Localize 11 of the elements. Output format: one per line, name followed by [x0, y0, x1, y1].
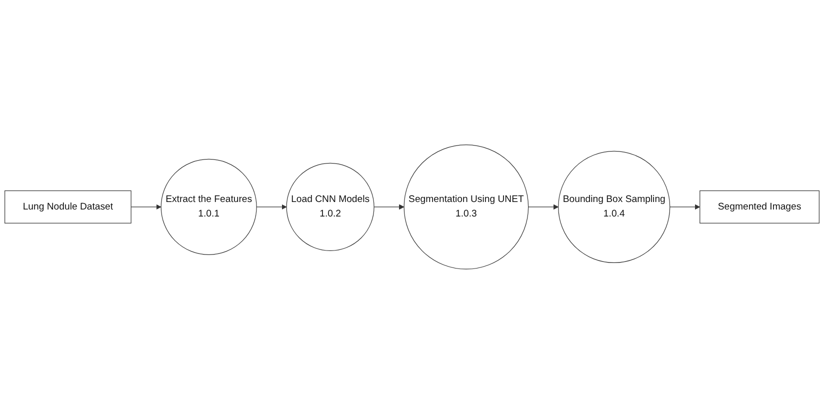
- node-box: Segmented Images: [700, 190, 820, 224]
- arrow: [670, 204, 700, 210]
- arrow: [256, 204, 287, 210]
- node-circle: Load CNN Models 1.0.2: [286, 162, 374, 252]
- arrow: [374, 204, 404, 210]
- node-circle: Bounding Box Sampling 1.0.4: [558, 150, 670, 264]
- node-circle: Extract the Features 1.0.1: [160, 158, 257, 256]
- arrow: [130, 204, 162, 210]
- arrow: [528, 204, 559, 210]
- node-circle: Segmentation Using UNET 1.0.3: [404, 144, 529, 270]
- node-box: Lung Nodule Dataset: [4, 190, 132, 224]
